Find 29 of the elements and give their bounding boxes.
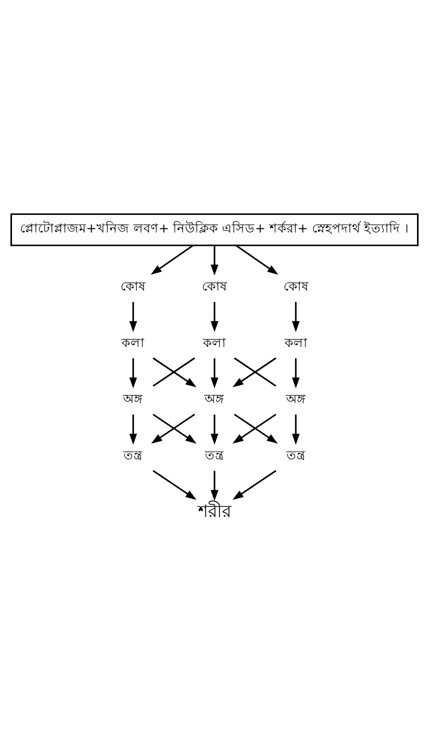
node-text: তন্ত্র — [124, 447, 143, 462]
arrow — [129, 414, 138, 445]
node-text: কলা — [203, 334, 226, 350]
node-text: তন্ত্র — [286, 447, 306, 462]
node-box: প্লোটোপ্লাজম+খনিজ লবণ+ নিউক্লিক এসিড+ শর্করা+ স্নেহপদার্থ ইত্যাদি । — [10, 213, 419, 246]
arrow — [236, 244, 278, 275]
node-text: অঙ্গ — [204, 391, 224, 406]
node-text: কোষ — [202, 278, 227, 294]
arrow — [129, 358, 138, 388]
arrow — [210, 358, 218, 388]
node-text: তন্ত্র — [205, 447, 224, 462]
node-text: অঙ্গ — [286, 391, 306, 406]
node-text: কোষ — [120, 278, 146, 294]
node-text: কোষ — [283, 278, 308, 294]
arrow — [210, 414, 218, 445]
arrow — [292, 414, 300, 445]
arrow — [210, 470, 218, 502]
node-text: কলা — [284, 334, 308, 350]
node-text: অঙ্গ — [123, 391, 144, 406]
arrow — [152, 470, 196, 500]
arrow — [292, 358, 300, 388]
arrow — [150, 244, 194, 275]
node-text: কলা — [122, 334, 145, 350]
arrow — [292, 302, 300, 332]
arrow — [210, 246, 218, 276]
arrow — [129, 302, 138, 332]
arrow — [232, 470, 276, 500]
arrow — [210, 302, 218, 332]
node-text: শরীর — [198, 502, 231, 522]
